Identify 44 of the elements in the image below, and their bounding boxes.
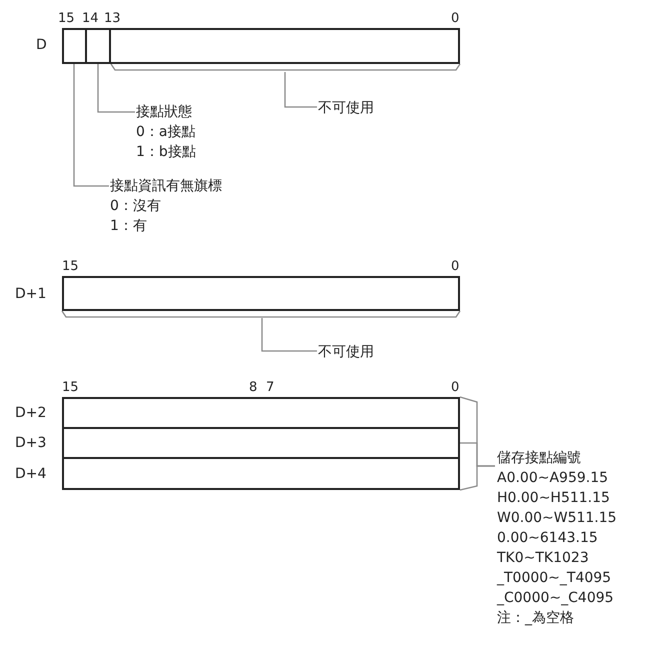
leader-line [73, 64, 109, 187]
callout-line: _T0000~_T4095 [497, 569, 612, 588]
callout-line: 1：b接點 [136, 143, 196, 162]
bit-number: 13 [104, 12, 121, 26]
register-cell [62, 427, 460, 459]
callout-line: 0.00~6143.15 [497, 529, 599, 548]
register-cell [62, 276, 460, 311]
register-name: D+3 [15, 436, 46, 450]
callout-heading: 接點資訊有無旗標 [110, 177, 222, 196]
callout-line: 0：沒有 [110, 197, 162, 216]
callout-line: 0：a接點 [136, 123, 196, 142]
callout-heading: 儲存接點編號 [497, 449, 582, 468]
callout-line: _C0000~_C4095 [497, 589, 615, 608]
callout-text: 不可使用 [318, 98, 374, 118]
callout-text: 不可使用 [318, 342, 374, 362]
callout-line: H0.00~H511.15 [497, 489, 611, 508]
callout-line: 1：有 [110, 217, 148, 236]
register-name: D [36, 38, 47, 52]
bit-number: 0 [451, 381, 460, 395]
register-cell [85, 28, 111, 64]
register-cell [62, 28, 87, 64]
callout-line: A0.00~A959.15 [497, 469, 610, 488]
register-cell [62, 457, 460, 490]
leader-line [110, 63, 461, 108]
bit-number: 0 [451, 260, 460, 274]
callout-line: 注：_為空格 [497, 609, 575, 628]
callout-line: TK0~TK1023 [497, 549, 590, 568]
register-name: D+4 [15, 467, 46, 481]
register-cell [62, 397, 460, 429]
callout-heading: 接點狀態 [136, 103, 193, 122]
bit-number: 15 [62, 381, 79, 395]
bit-number: 0 [451, 12, 460, 26]
register-cell [109, 28, 460, 64]
leader-line [61, 310, 461, 352]
leader-line [97, 64, 135, 113]
callout-line: W0.00~W511.15 [497, 509, 617, 528]
bit-number: 8 [249, 381, 258, 395]
bit-number: 15 [62, 260, 79, 274]
leader-line [460, 465, 495, 491]
register-name: D+1 [15, 287, 46, 301]
register-name: D+2 [15, 406, 46, 420]
bit-number: 15 [58, 12, 75, 26]
bit-number: 7 [266, 381, 274, 395]
bit-number: 14 [82, 12, 99, 26]
